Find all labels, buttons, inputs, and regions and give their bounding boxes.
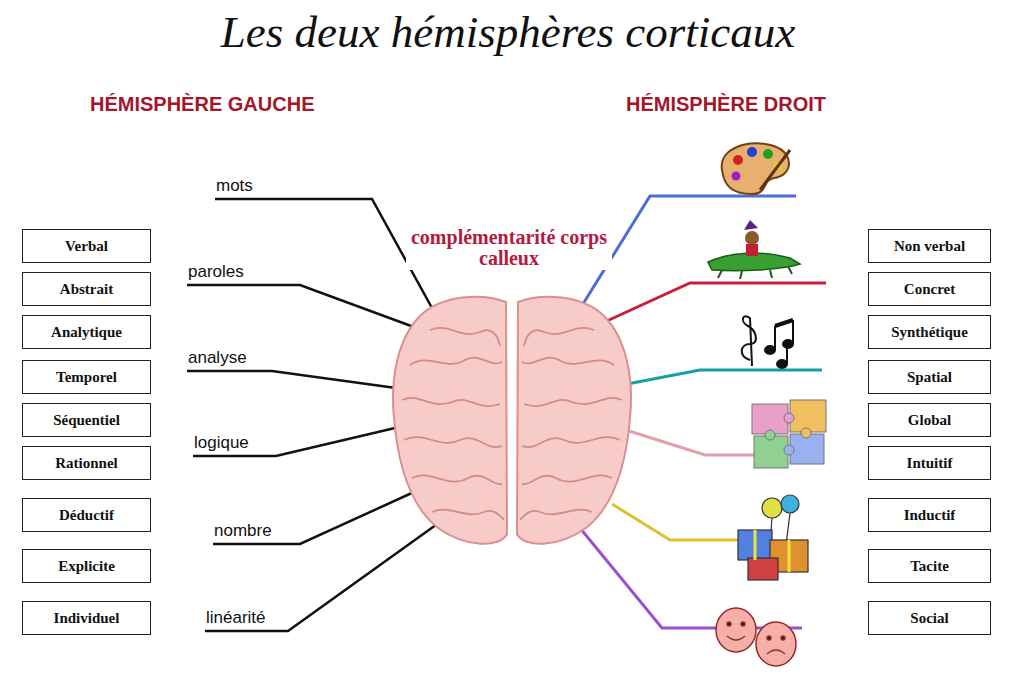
music-icon	[742, 316, 793, 368]
trait-text: Temporel	[56, 369, 117, 386]
trait-box: Séquentiel	[22, 403, 151, 437]
trait-text: Rationnel	[55, 455, 118, 472]
trait-box: Spatial	[868, 360, 991, 394]
trait-box: Temporel	[22, 360, 151, 394]
trait-text: Individuel	[54, 610, 120, 627]
trait-box: Non verbal	[868, 229, 991, 263]
palette-icon	[722, 143, 790, 194]
trait-box: Rationnel	[22, 446, 151, 480]
trait-text: Non verbal	[894, 238, 965, 255]
trait-box: Abstrait	[22, 272, 151, 306]
trait-box: Individuel	[22, 601, 151, 635]
function-word: analyse	[188, 348, 247, 368]
trait-box: Concret	[868, 272, 991, 306]
trait-text: Synthétique	[891, 324, 968, 341]
function-word: paroles	[188, 262, 244, 282]
trait-box: Déductif	[22, 498, 151, 532]
party-icon	[738, 495, 808, 580]
function-word: mots	[216, 176, 253, 196]
trait-text: Global	[908, 412, 951, 429]
trait-text: Séquentiel	[53, 412, 120, 429]
trait-box: Explicite	[22, 549, 151, 583]
function-word: nombre	[214, 521, 272, 541]
function-word: linéarité	[206, 608, 266, 628]
hemisphere-heading: HÉMISPHÈRE DROIT	[626, 93, 826, 116]
trait-text: Concret	[904, 281, 955, 298]
hemisphere-heading: HÉMISPHÈRE GAUCHE	[90, 93, 314, 116]
trait-text: Social	[910, 610, 948, 627]
trait-box: Synthétique	[868, 315, 991, 349]
trait-text: Déductif	[59, 507, 114, 524]
trait-text: Inductif	[904, 507, 956, 524]
trait-box: Verbal	[22, 229, 151, 263]
trait-box: Inductif	[868, 498, 991, 532]
trait-text: Abstrait	[60, 281, 113, 298]
brain	[393, 297, 631, 544]
faces-icon	[716, 608, 796, 666]
trait-text: Tacite	[910, 558, 949, 575]
trait-text: Explicite	[58, 558, 115, 575]
trait-text: Analytique	[51, 324, 122, 341]
title: Les deux hémisphères corticaux	[0, 8, 1020, 58]
crocodile-icon	[708, 220, 800, 279]
trait-box: Global	[868, 403, 991, 437]
trait-text: Spatial	[907, 369, 952, 386]
callosum-label: complémentarité corps calleux	[406, 226, 612, 270]
function-word: logique	[194, 433, 249, 453]
trait-box: Intuitif	[868, 446, 991, 480]
trait-box: Analytique	[22, 315, 151, 349]
puzzle-icon	[752, 400, 826, 468]
trait-text: Intuitif	[907, 455, 953, 472]
trait-box: Tacite	[868, 549, 991, 583]
trait-text: Verbal	[65, 238, 108, 255]
trait-box: Social	[868, 601, 991, 635]
